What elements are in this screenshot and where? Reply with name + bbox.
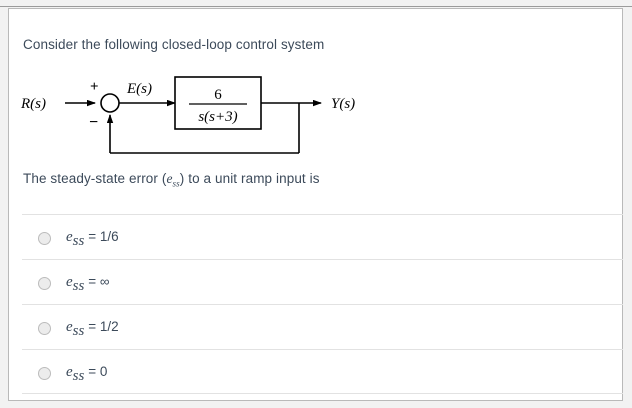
question-stem: Consider the following closed-loop contr… — [23, 37, 325, 52]
option-row-3[interactable]: ess = 1/2 — [22, 304, 623, 349]
block-numerator: 6 — [214, 87, 222, 103]
option-4-value: = 0 — [88, 364, 108, 379]
question-content-panel: Consider the following closed-loop contr… — [8, 8, 623, 401]
option-3-value: = 1/2 — [88, 319, 119, 334]
radio-button-option-3[interactable] — [38, 322, 51, 335]
option-1-variable: e — [66, 229, 73, 245]
option-2-subscript: ss — [72, 277, 85, 294]
option-row-1[interactable]: ess = 1/6 — [22, 214, 623, 259]
option-1-subscript: ss — [72, 232, 85, 249]
sub-prompt-variable: e — [166, 171, 173, 186]
block-denominator: s(s+3) — [198, 109, 237, 125]
answer-options-list: ess = 1/6 ess = ∞ ess = 1/2 — [22, 214, 623, 394]
radio-button-option-4[interactable] — [38, 367, 51, 380]
option-label-3: ess = 1/2 — [66, 318, 119, 340]
option-4-variable: e — [66, 364, 73, 380]
radio-button-option-1[interactable] — [38, 232, 51, 245]
option-label-1: ess = 1/6 — [66, 228, 119, 250]
sum-plus-sign: + — [90, 79, 99, 95]
diagram-error-label: E(s) — [126, 81, 152, 97]
block-diagram-svg: R(s) + − E(s) 6 s(s+3) — [20, 76, 355, 154]
summing-junction — [100, 93, 120, 113]
sum-minus-sign: − — [89, 114, 98, 131]
option-label-4: ess = 0 — [66, 363, 107, 385]
option-row-2[interactable]: ess = ∞ — [22, 259, 623, 304]
option-2-variable: e — [66, 274, 73, 290]
sub-prompt-subscript: ss — [172, 178, 180, 189]
option-3-subscript: ss — [72, 322, 85, 339]
sub-prompt-suffix: ) to a unit ramp input is — [179, 171, 320, 186]
top-band — [0, 0, 632, 7]
option-4-subscript: ss — [72, 367, 85, 384]
diagram-input-label: R(s) — [20, 96, 46, 112]
block-diagram: R(s) + − E(s) 6 s(s+3) — [9, 69, 389, 169]
option-1-value: = 1/6 — [88, 229, 119, 244]
sub-prompt-prefix: The steady-state error ( — [23, 171, 167, 186]
option-3-variable: e — [66, 319, 73, 335]
diagram-output-label: Y(s) — [331, 96, 355, 112]
option-label-2: ess = ∞ — [66, 273, 110, 295]
radio-button-option-2[interactable] — [38, 277, 51, 290]
option-2-value: = ∞ — [88, 274, 110, 289]
option-row-4[interactable]: ess = 0 — [22, 349, 623, 394]
question-sub-prompt: The steady-state error (ess) to a unit r… — [23, 171, 320, 189]
